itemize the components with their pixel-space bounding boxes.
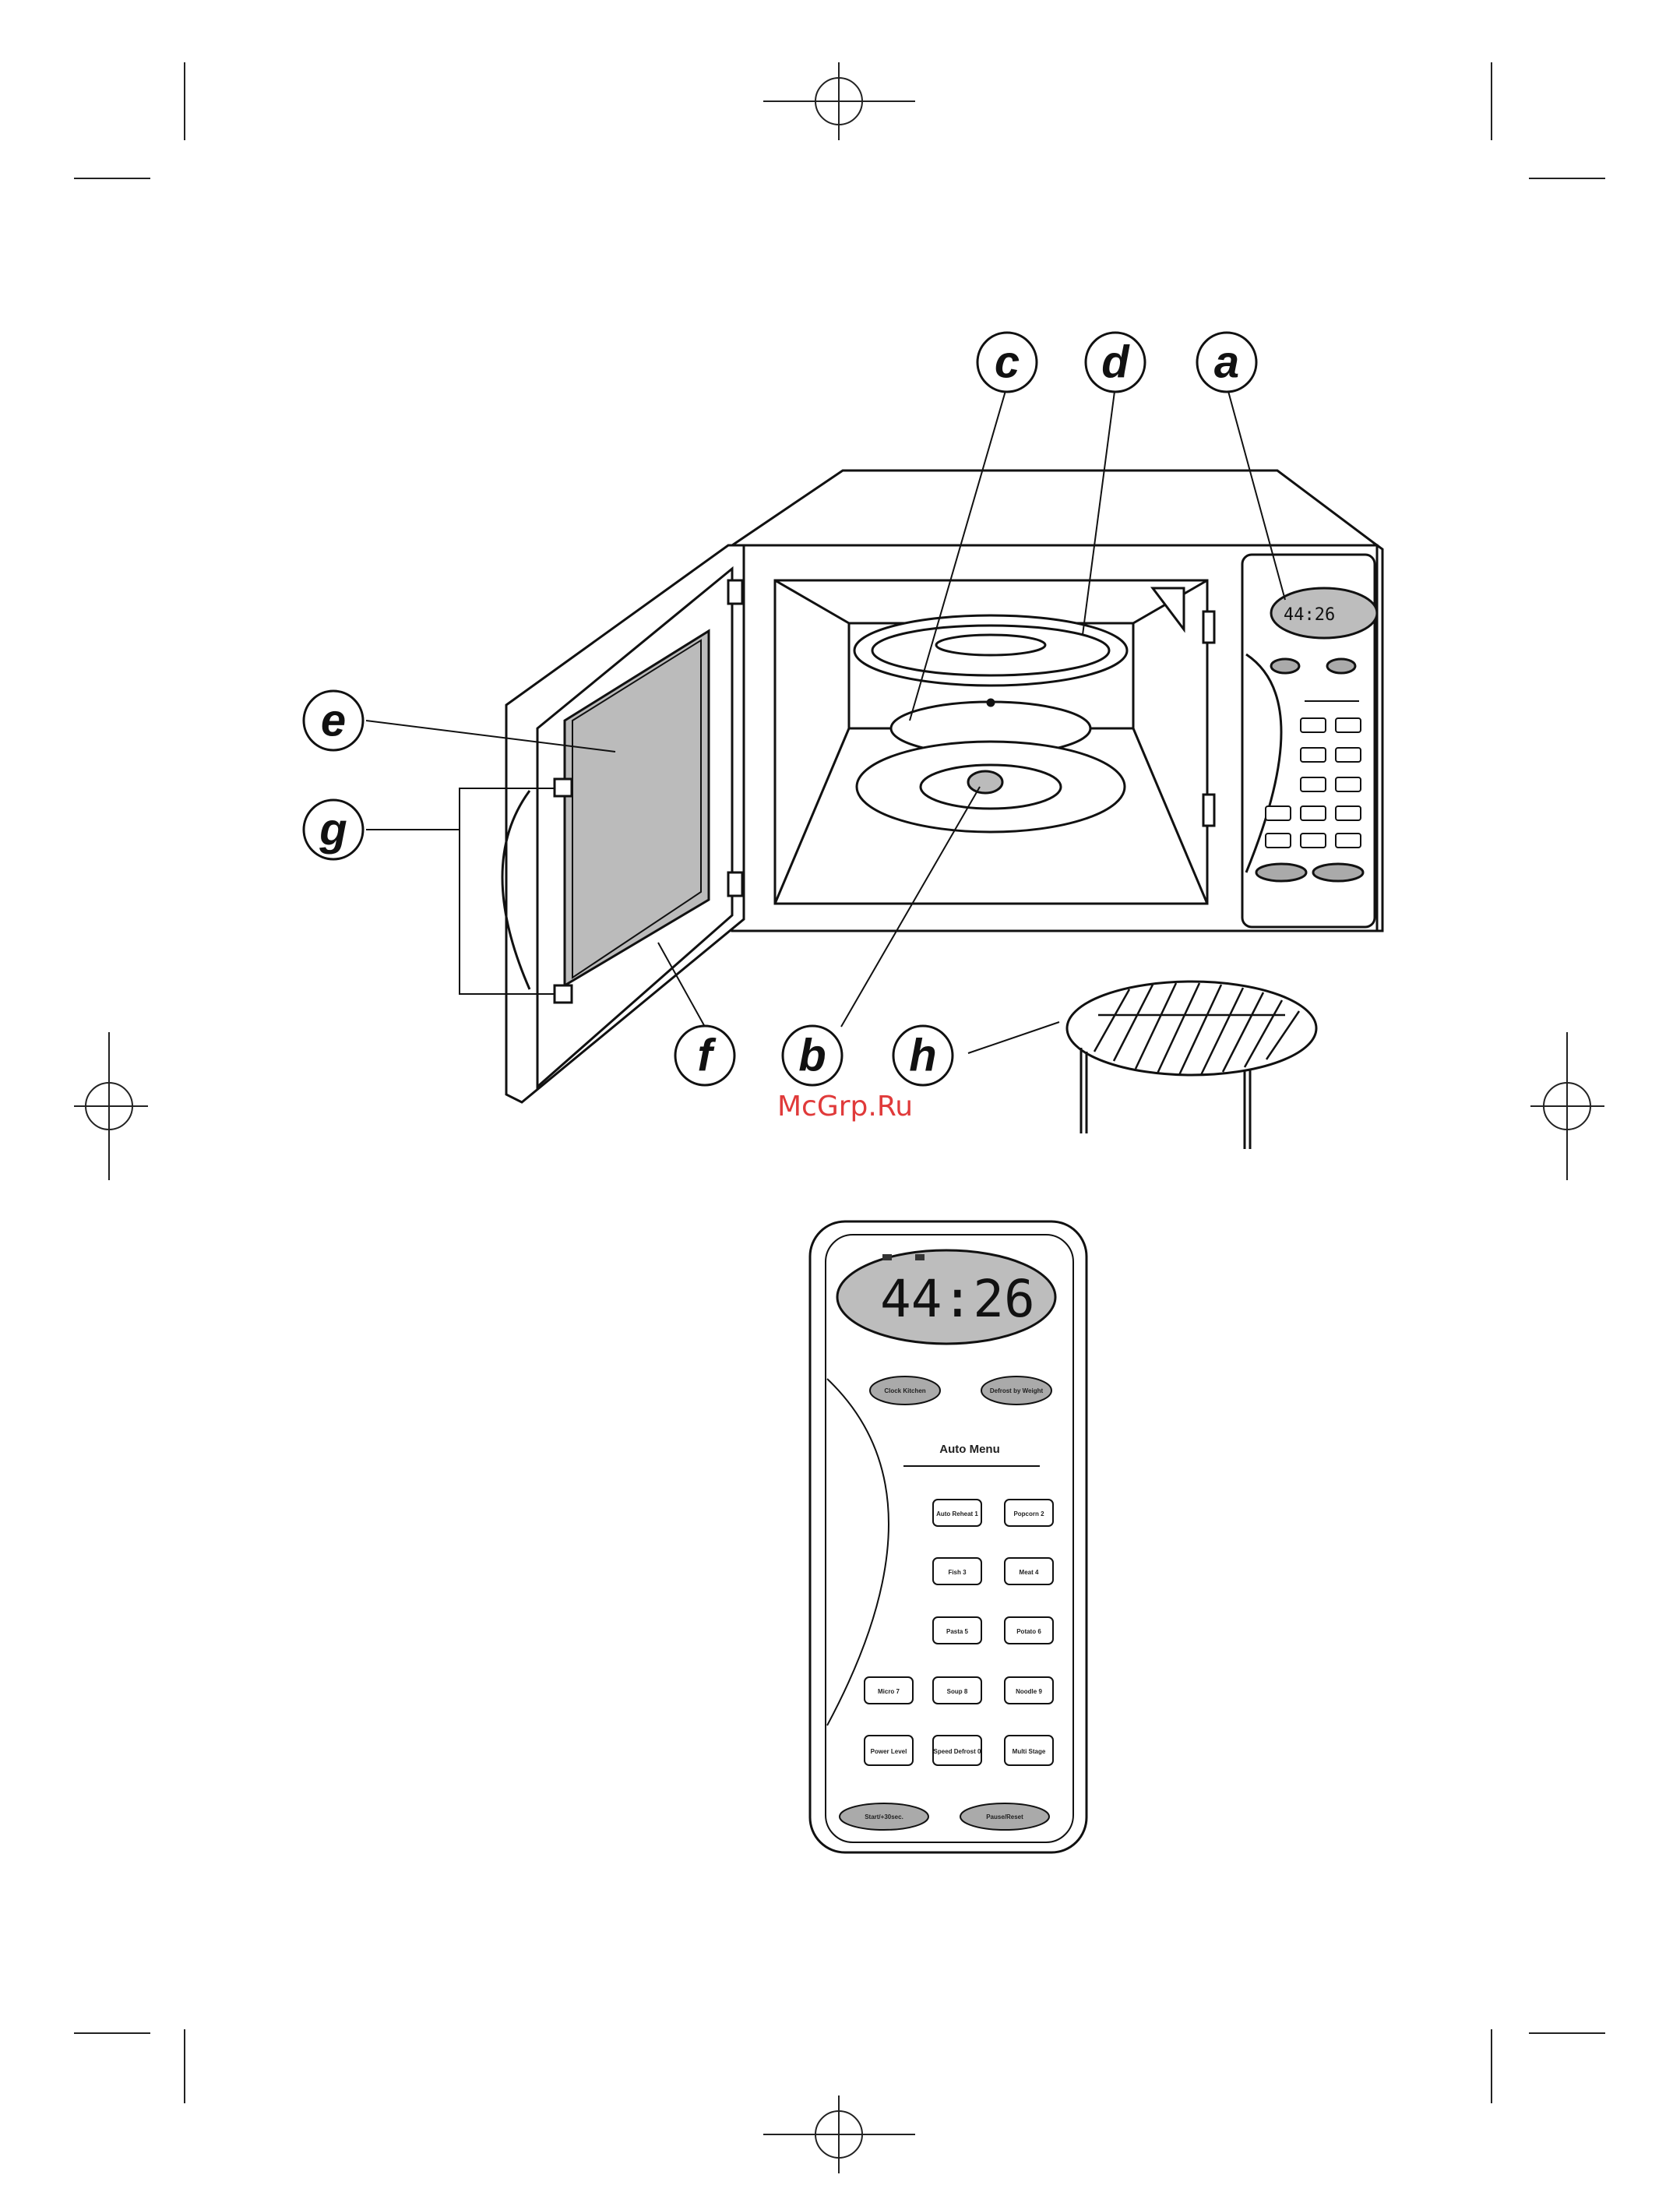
- svg-text:Start/+30sec.: Start/+30sec.: [865, 1813, 903, 1821]
- fish-key[interactable]: Fish 3: [933, 1558, 981, 1584]
- svg-text:Clock Kitchen: Clock Kitchen: [884, 1387, 925, 1394]
- micro-key[interactable]: Micro 7: [865, 1677, 913, 1704]
- svg-text:Meat 4: Meat 4: [1020, 1569, 1039, 1576]
- callout-h: h: [893, 1026, 953, 1085]
- registration-mark-bottom: [763, 2095, 915, 2173]
- soup-key[interactable]: Soup 8: [933, 1677, 981, 1704]
- multi-stage-key[interactable]: Multi Stage: [1005, 1736, 1053, 1765]
- latch-hole-upper: [1203, 612, 1214, 643]
- oven-display-text: 44:26: [1284, 605, 1335, 625]
- auto-menu-heading: Auto Menu: [939, 1443, 999, 1456]
- latch-hole-lower: [1203, 795, 1214, 826]
- svg-text:Pasta 5: Pasta 5: [946, 1628, 969, 1635]
- door-hook-lower: [555, 985, 572, 1003]
- svg-text:Fish 3: Fish 3: [948, 1569, 967, 1576]
- speed-defrost-key[interactable]: Speed Defrost 0: [933, 1736, 981, 1765]
- start-30sec-button[interactable]: Start/+30sec.: [840, 1803, 928, 1830]
- callout-a: a: [1197, 333, 1256, 392]
- callout-label-a: a: [1214, 337, 1239, 388]
- pause-reset-button[interactable]: Pause/Reset: [960, 1803, 1049, 1830]
- callout-label-h: h: [909, 1031, 936, 1081]
- callout-g: g: [304, 800, 363, 859]
- registration-mark-left: [74, 1032, 148, 1180]
- svg-text:Defrost by Weight: Defrost by Weight: [990, 1387, 1044, 1394]
- callout-d: d: [1086, 333, 1145, 392]
- drive-coupler: [968, 771, 1002, 793]
- callout-f: f: [675, 1026, 734, 1085]
- panel-display-readout: 44:26: [880, 1269, 1035, 1329]
- svg-text:Potato 6: Potato 6: [1016, 1628, 1041, 1635]
- registration-mark-top: [763, 62, 915, 140]
- callout-label-e: e: [321, 696, 346, 746]
- control-panel-enlarged: 44:26 Clock Kitchen Defrost by Weight Au…: [810, 1221, 1087, 1852]
- svg-text:Micro 7: Micro 7: [878, 1688, 900, 1695]
- svg-text:Power Level: Power Level: [871, 1748, 907, 1755]
- callout-c: c: [977, 333, 1037, 392]
- leader-h: [968, 1022, 1059, 1053]
- callout-label-b: b: [798, 1031, 826, 1081]
- popcorn-key[interactable]: Popcorn 2: [1005, 1500, 1053, 1526]
- callout-b: b: [783, 1026, 842, 1085]
- defrost-by-weight-button[interactable]: Defrost by Weight: [981, 1376, 1051, 1405]
- callout-label-g: g: [319, 805, 347, 855]
- display-indicator-2: [915, 1254, 925, 1260]
- power-level-key[interactable]: Power Level: [865, 1736, 913, 1765]
- meat-key[interactable]: Meat 4: [1005, 1558, 1053, 1584]
- auto-reheat-key[interactable]: Auto Reheat 1: [933, 1500, 981, 1526]
- svg-text:Auto Reheat 1: Auto Reheat 1: [936, 1510, 978, 1517]
- callout-label-d: d: [1101, 337, 1130, 388]
- registration-mark-right: [1530, 1032, 1604, 1180]
- svg-text:Noodle 9: Noodle 9: [1016, 1688, 1042, 1695]
- svg-text:Soup 8: Soup 8: [947, 1688, 968, 1695]
- wire-rack-illustration: [1067, 982, 1316, 1149]
- callout-label-c: c: [995, 337, 1020, 388]
- display-indicator-1: [882, 1254, 892, 1260]
- door-hook-upper: [555, 779, 572, 796]
- svg-text:Speed Defrost 0: Speed Defrost 0: [934, 1748, 981, 1755]
- noodle-key[interactable]: Noodle 9: [1005, 1677, 1053, 1704]
- svg-text:Pause/Reset: Pause/Reset: [986, 1813, 1023, 1821]
- callout-e: e: [304, 691, 363, 750]
- clock-kitchen-button[interactable]: Clock Kitchen: [870, 1376, 940, 1405]
- potato-key[interactable]: Potato 6: [1005, 1617, 1053, 1644]
- pasta-key[interactable]: Pasta 5: [933, 1617, 981, 1644]
- wire-rack-top: [1067, 982, 1316, 1075]
- cabinet-top: [732, 471, 1377, 545]
- svg-text:Popcorn 2: Popcorn 2: [1013, 1510, 1044, 1517]
- watermark-text: McGrp.Ru: [777, 1091, 913, 1123]
- svg-text:Multi Stage: Multi Stage: [1013, 1748, 1046, 1755]
